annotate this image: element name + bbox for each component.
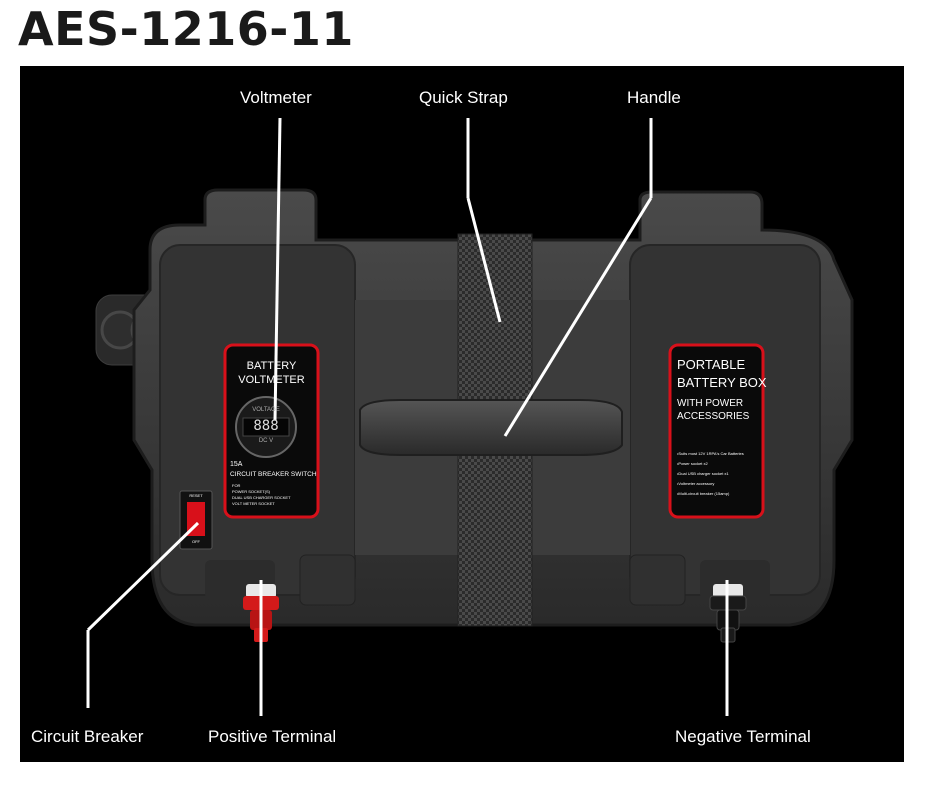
info-bullet-1: •Suits most 12V 1RPA's Car Batteries	[677, 451, 744, 456]
panel-note-3: DUAL USB CHARGER SOCKET	[232, 495, 291, 500]
gauge-readout: 888	[253, 418, 279, 434]
quick-strap-callout: Quick Strap	[419, 88, 508, 107]
quick-strap-line-2	[466, 197, 502, 323]
gauge-unit: DC V	[258, 438, 274, 444]
info-panel	[668, 343, 765, 519]
handle-line-2	[503, 197, 653, 437]
breaker-top-label: RESET	[189, 493, 203, 498]
voltmeter-line	[273, 117, 282, 421]
info-bullet-5: •Multi-circuit breaker (15amp)	[677, 491, 730, 496]
panel-note-1: FOR	[232, 483, 241, 488]
breaker-amp-label: 15A	[230, 461, 243, 468]
panel-note-4: VOLT METER SOCKET	[232, 501, 275, 506]
info-bullet-3: •Dual USB charger socket x1	[677, 471, 729, 476]
page-title: AES-1216-11	[18, 2, 354, 56]
info-panel-line3: WITH POWER	[677, 398, 744, 409]
info-panel-line4: ACCESSORIES	[677, 411, 750, 422]
panel-note-2: POWER SOCKET(S)	[232, 489, 271, 494]
info-bullet-4: •Voltmeter accessory	[677, 481, 715, 486]
voltmeter-panel-line2: VOLTMETER	[238, 374, 305, 386]
voltmeter-callout: Voltmeter	[240, 88, 312, 107]
info-panel-line1: PORTABLE	[677, 357, 746, 372]
info-bullet-2: •Power socket x2	[677, 461, 708, 466]
callout-lines	[86, 117, 729, 716]
breaker-bottom-label: OFF	[192, 539, 200, 544]
info-panel-line2: BATTERY BOX	[677, 375, 767, 390]
gauge-top-label: VOLTAGE	[252, 407, 280, 413]
voltmeter-panel-line1: BATTERY	[246, 360, 297, 372]
negative-terminal-callout: Negative Terminal	[675, 727, 811, 746]
positive-terminal-callout: Positive Terminal	[208, 727, 337, 746]
breaker-switch-label: CIRCUIT BREAKER SWITCH	[230, 471, 317, 478]
handle-callout: Handle	[627, 88, 681, 107]
circuit-breaker-callout: Circuit Breaker	[31, 727, 144, 746]
box-handle	[359, 399, 623, 456]
circuit-breaker-line-2	[86, 521, 200, 632]
